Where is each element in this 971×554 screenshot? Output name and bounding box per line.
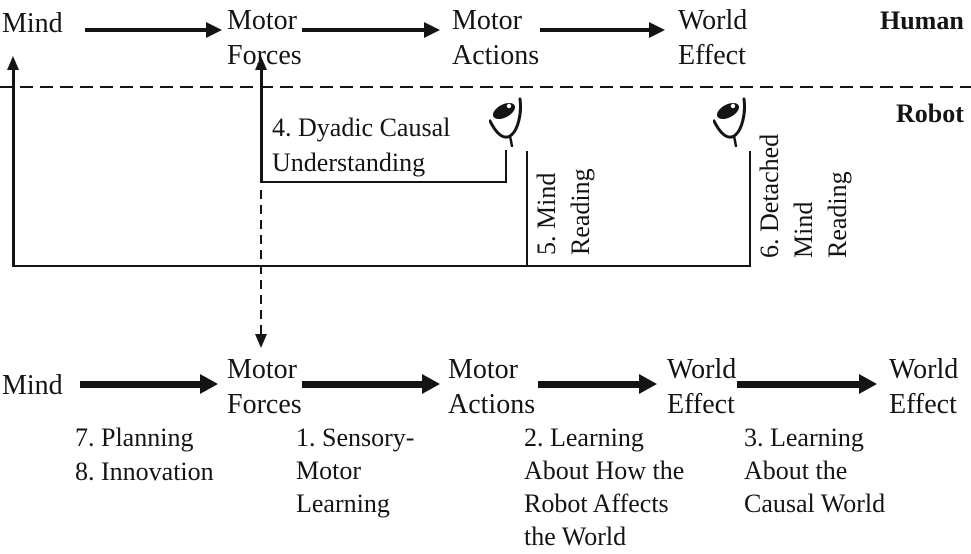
robot-node-motor-forces: Motor Forces [227,352,302,422]
annotation-learning-causal-world: 3. Learning About the Causal World [744,421,885,520]
node-label: Effect [889,389,957,420]
annotation-line: Reading [566,168,595,255]
node-label: World [889,354,959,385]
human-node-mind: Mind [2,6,63,41]
robot-node-mind: Mind [2,368,63,403]
node-label: Actions [452,40,540,71]
annotation-line: 7. Planning [75,423,194,452]
node-label: Actions [448,389,536,420]
eye-icon [489,97,522,147]
annotation-line: Mind [789,201,818,258]
eye-icon [713,97,746,147]
arrow-human-motor-forces-to-motor-actions [302,22,440,38]
node-label: Motor [452,5,522,36]
annotation-line: 1. Sensory- [296,423,415,452]
human-node-motor-forces: Motor Forces [227,3,302,73]
annotation-sensory-motor-learning: 1. Sensory- Motor Learning [296,421,414,520]
node-label: Motor [227,5,297,36]
arrow-robot-world-effect-to-world-effect [737,374,877,394]
annotation-detached-mind-reading: 6. Detached Mind Reading [753,115,855,258]
arrow-up-to-human-motor-forces [255,56,267,182]
arrow-robot-motor-actions-to-world-effect [538,374,657,394]
node-label: World [667,354,737,385]
annotation-dyadic-causal-understanding: 4. Dyadic Causal Understanding [272,110,450,180]
annotation-line: About the [744,456,848,485]
annotation-line: Robot Affects [524,489,669,518]
node-label: Mind [2,370,63,401]
arrow-robot-mind-to-motor-forces [80,374,218,394]
annotation-line: 5. Mind [532,172,561,255]
human-node-motor-actions: Motor Actions [452,3,539,73]
reading-to-mind-line [12,265,751,267]
node-label: Forces [227,389,302,420]
node-label: World [678,5,748,36]
detached-mind-reading-line [749,151,751,266]
arrow-robot-motor-forces-to-motor-actions [302,374,440,394]
dashed-arrow-head [254,334,267,348]
mind-reading-line [526,151,528,266]
annotation-learning-robot-affects-world: 2. Learning About How the Robot Affects … [524,421,684,553]
human-row-label: Human [880,6,964,35]
node-label: Motor [227,354,297,385]
annotation-line: About How the [524,456,685,485]
annotation-line: Reading [823,171,852,258]
arrow-up-to-human-mind [7,56,19,266]
dyadic-bracket-tick [505,150,507,182]
annotation-line: the World [524,522,627,551]
annotation-line: 2. Learning [524,423,644,452]
dashed-arrow-human-to-robot-motor-forces [260,190,262,334]
human-node-world-effect: World Effect [678,3,747,73]
arrow-human-mind-to-motor-forces [85,22,222,38]
robot-row-label: Robot [896,99,964,128]
annotation-line: Motor [296,456,361,485]
robot-node-motor-actions: Motor Actions [448,352,535,422]
node-label: Motor [448,354,518,385]
node-label: Effect [678,40,746,71]
annotation-line: Causal World [744,489,886,518]
node-label: Mind [2,8,63,39]
robot-node-world-effect-1: World Effect [667,352,736,422]
annotation-line: 4. Dyadic Causal [272,113,451,142]
human-robot-divider-line [0,86,971,88]
annotation-mind-reading: 5. Mind Reading [530,150,598,255]
robot-node-world-effect-2: World Effect [889,352,958,422]
annotation-line: Learning [296,489,390,518]
node-label: Effect [667,389,735,420]
annotation-line: 6. Detached [755,133,784,258]
annotation-line: 3. Learning [744,423,864,452]
annotation-planning-innovation: 7. Planning 8. Innovation [75,421,214,489]
annotation-line: 8. Innovation [75,457,214,486]
annotation-line: Understanding [272,148,426,177]
arrow-human-motor-actions-to-world-effect [540,22,665,38]
dyadic-bracket-line [260,181,507,183]
